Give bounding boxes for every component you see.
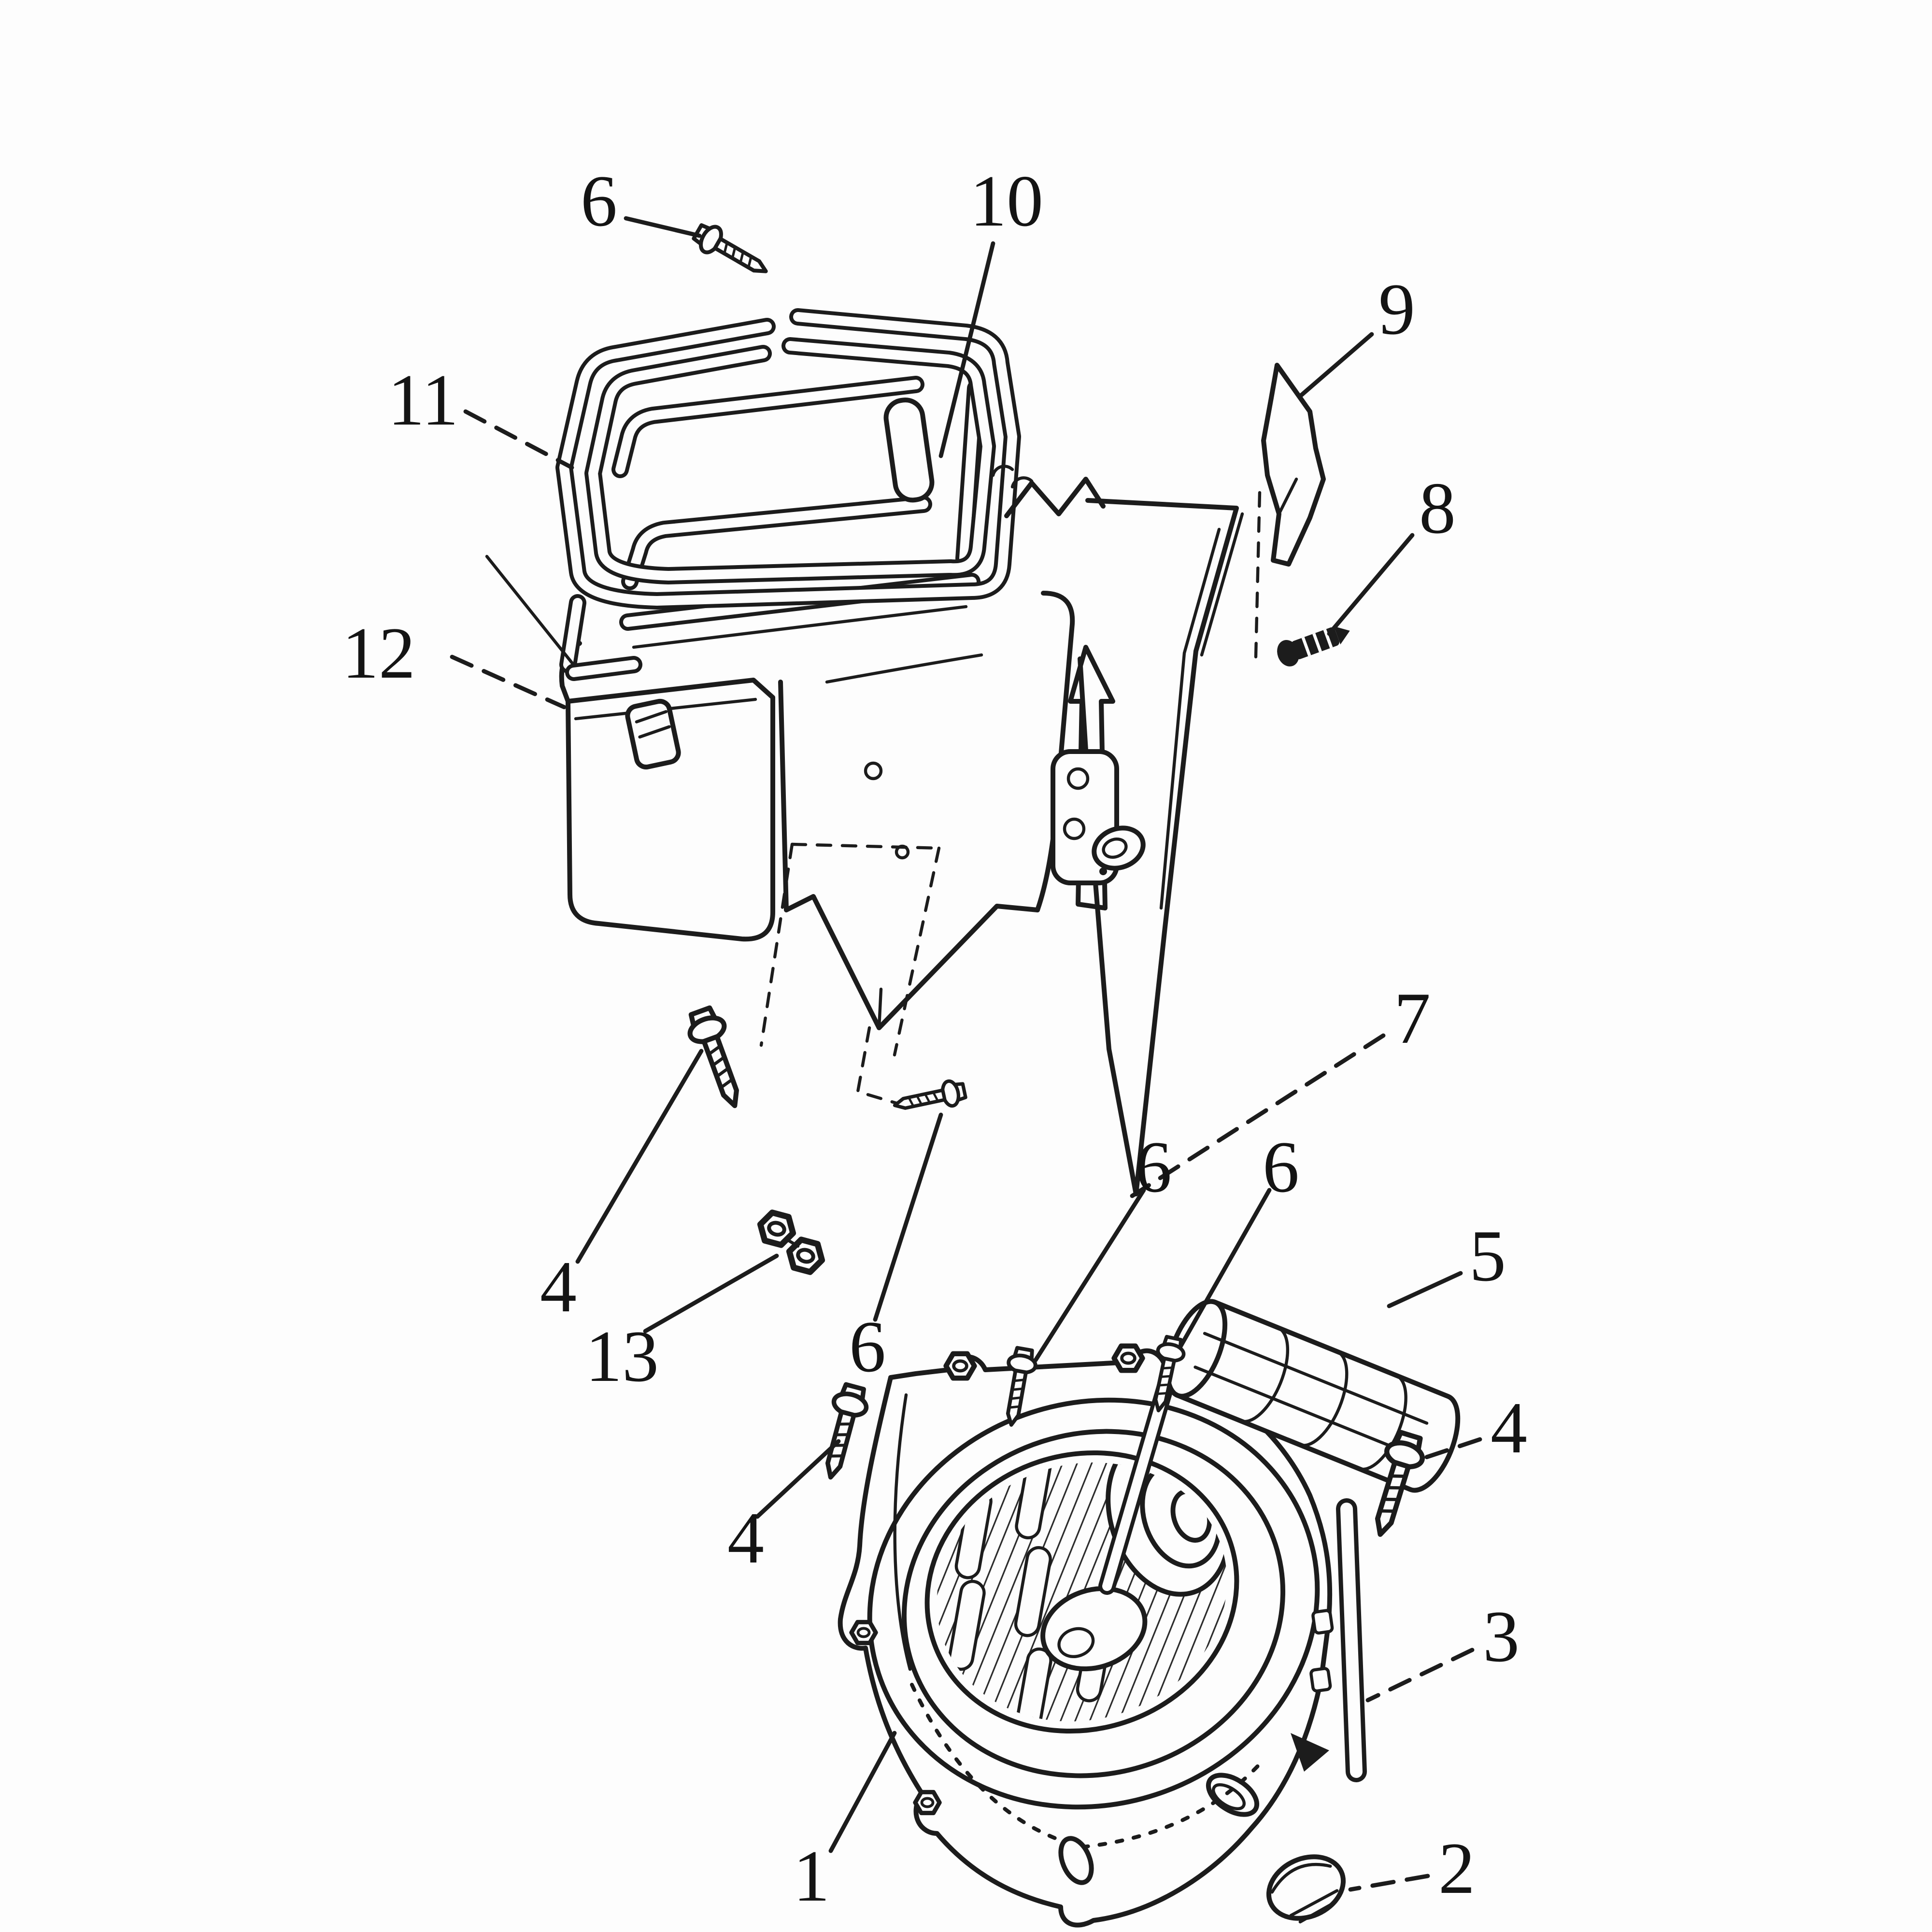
cover-oval-hole	[1206, 1773, 1260, 1817]
cover-bolt-boss	[946, 1354, 975, 1378]
cover-bolt-boss	[915, 1792, 939, 1813]
leader-line-4	[575, 1049, 704, 1264]
harness-handle	[883, 398, 935, 503]
coil-bracket	[1051, 749, 1146, 885]
leader-line-6	[1178, 1188, 1272, 1349]
leader-line-3	[1365, 1648, 1475, 1703]
callout-label-13: 13	[585, 1316, 659, 1397]
torn-edge	[1004, 477, 1106, 518]
callout-label-6: 6	[849, 1306, 886, 1387]
grille-hub	[1040, 1586, 1148, 1672]
callout-label-4: 4	[540, 1246, 577, 1327]
bolt-part4	[684, 1005, 752, 1112]
bolt-part4	[815, 1382, 871, 1481]
hidden-panel-edges	[759, 842, 941, 1057]
leader-line-4	[1414, 1437, 1482, 1463]
shroud-body	[759, 591, 1146, 1105]
cover-clip	[1291, 1733, 1329, 1772]
leader-line-12	[450, 654, 567, 710]
cover-foot-lug	[1058, 1836, 1094, 1885]
hidden-screw-path	[856, 1026, 898, 1105]
strip-part3	[1347, 1509, 1356, 1772]
callout-label-7: 7	[1394, 978, 1431, 1059]
callout-label-8: 8	[1419, 468, 1456, 549]
leader-line-6	[1033, 1188, 1146, 1363]
leader-line-6	[624, 216, 702, 238]
leader-line-8	[1327, 533, 1415, 636]
cover-bolt-boss	[852, 1622, 876, 1643]
hidden-edge	[1254, 491, 1262, 659]
leader-line-7	[1130, 1033, 1386, 1198]
panel-clamp	[625, 698, 681, 770]
leader-line-4	[755, 1439, 841, 1519]
front-panel-part12	[559, 641, 775, 942]
callout-label-6: 6	[1135, 1126, 1172, 1208]
screw-part8	[1277, 626, 1350, 667]
callout-label-10: 10	[970, 160, 1043, 242]
fan-cover-part1	[838, 1343, 1334, 1928]
wire-harness-and-hoops	[485, 317, 1106, 672]
clip-part13	[756, 1210, 825, 1274]
leader-line-11	[463, 409, 574, 470]
leader-line-9	[1298, 332, 1374, 398]
callout-label-6: 6	[1263, 1126, 1299, 1208]
callout-label-4: 4	[727, 1497, 764, 1578]
callout-label-1: 1	[793, 1835, 830, 1917]
leader-line-1	[828, 1731, 897, 1853]
callout-label-12: 12	[342, 612, 415, 694]
callout-label-5: 5	[1469, 1215, 1506, 1296]
bolt-part6	[691, 220, 773, 283]
screw-part6	[892, 1079, 966, 1118]
leader-line-2	[1348, 1874, 1430, 1892]
callout-label-11: 11	[388, 359, 458, 440]
cap-part2	[1266, 1854, 1346, 1924]
plate-part9	[1261, 363, 1326, 567]
callout-label-9: 9	[1378, 269, 1415, 350]
leader-line-10	[938, 241, 995, 458]
callout-label-4: 4	[1491, 1387, 1527, 1468]
leader-line-13	[643, 1253, 779, 1334]
callout-label-6: 6	[581, 160, 617, 242]
callout-label-2: 2	[1438, 1828, 1475, 1909]
callout-label-3: 3	[1483, 1596, 1520, 1677]
cover-bolt-boss	[1114, 1346, 1143, 1370]
leader-line-5	[1387, 1271, 1463, 1308]
arrow-rib	[1068, 645, 1115, 910]
leader-line-6	[873, 1112, 943, 1322]
